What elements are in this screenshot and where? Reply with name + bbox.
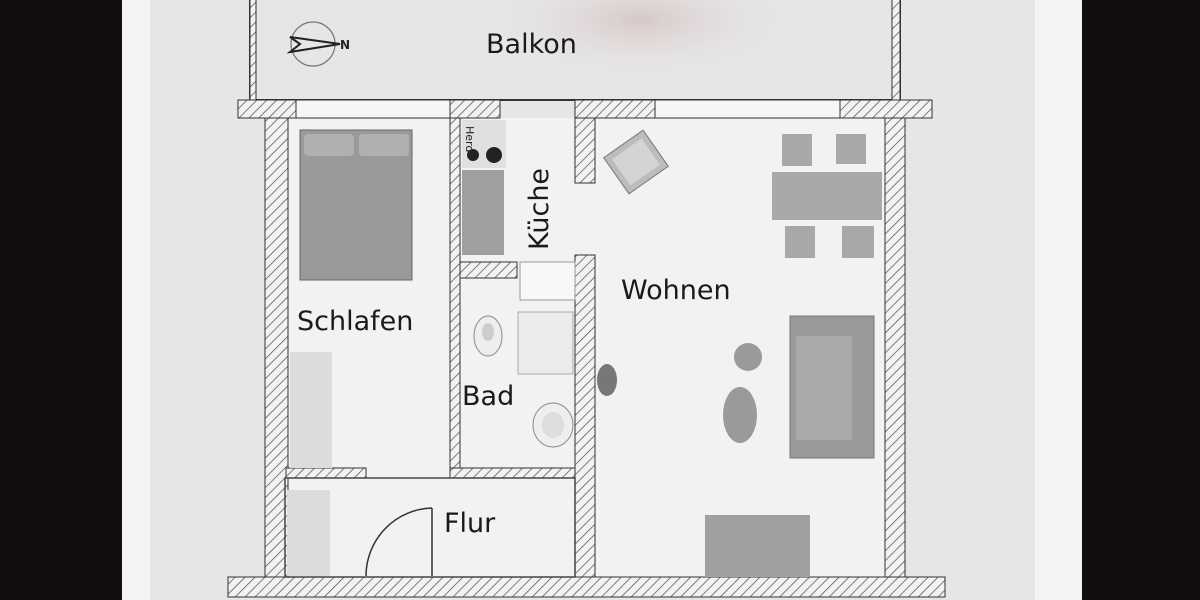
sofa (789, 315, 875, 459)
side-table (734, 343, 762, 371)
stove: Herd (462, 120, 506, 168)
armchair (603, 129, 669, 195)
compass-label: N (340, 38, 350, 52)
screen-glare (480, 0, 800, 80)
wardrobe (290, 352, 332, 468)
room-label-flur: Flur (444, 508, 496, 539)
flur-outline (284, 477, 576, 578)
compass-icon: N (286, 21, 350, 67)
kitchen-counter (462, 170, 504, 255)
desk (705, 515, 810, 577)
room-label-kueche: Küche (524, 168, 555, 250)
door-wohnen (597, 364, 617, 396)
room-label-schlafen: Schlafen (297, 306, 413, 337)
entrance-door (365, 507, 433, 577)
fridge (519, 261, 576, 301)
double-bed (299, 129, 413, 281)
closet (287, 490, 330, 576)
walls (227, 99, 946, 598)
room-label-balkon: Balkon (486, 29, 577, 60)
stove-label: Herd (463, 126, 476, 152)
dining-table (772, 134, 882, 258)
room-label-wohnen: Wohnen (621, 275, 731, 306)
room-label-bad: Bad (462, 381, 514, 412)
shower (517, 311, 574, 375)
sink (532, 402, 574, 448)
toilet (473, 315, 503, 357)
coffee-table (723, 387, 757, 443)
